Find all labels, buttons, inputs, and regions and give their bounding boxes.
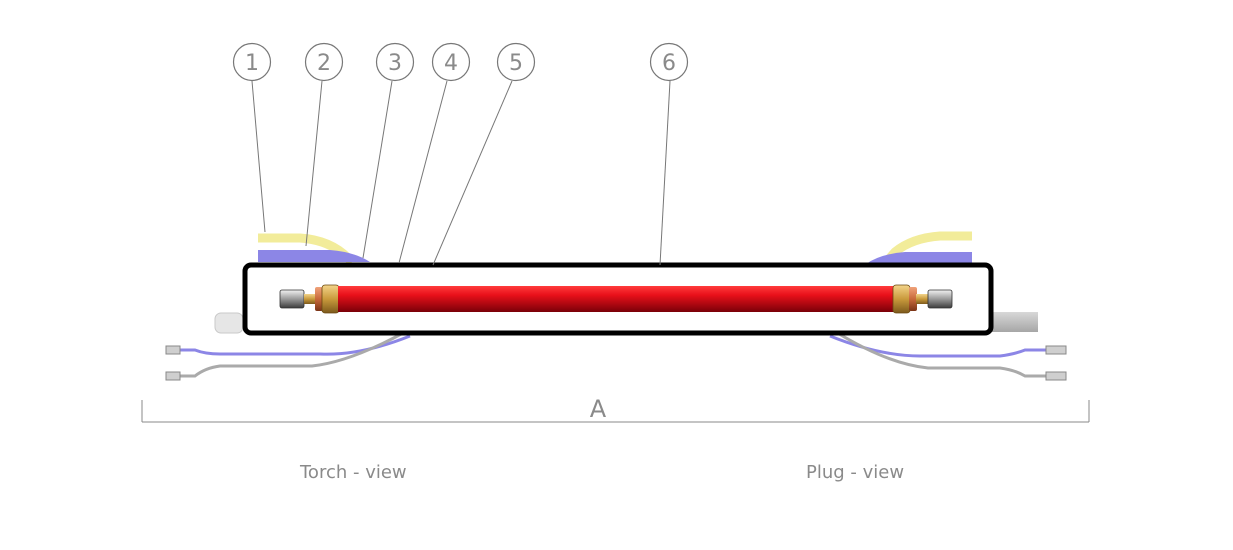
grey-terminal-left xyxy=(165,371,181,381)
blue-cable-left xyxy=(178,334,411,356)
grey-cable-right xyxy=(835,330,1048,378)
blue-hose-left xyxy=(258,250,370,262)
yellow-hose-right xyxy=(884,231,972,263)
leader-4 xyxy=(398,80,448,264)
callout-badges: 1 2 3 4 5 6 xyxy=(232,42,689,82)
callout-5: 5 xyxy=(496,42,536,82)
small-fitting-left xyxy=(304,294,316,304)
torch-side-hoses xyxy=(165,233,411,381)
callout-4: 4 xyxy=(431,42,471,82)
callout-1-number: 1 xyxy=(245,51,259,76)
callout-5-number: 5 xyxy=(509,51,523,76)
leader-2 xyxy=(305,80,323,247)
torch-view-label: Torch - view xyxy=(300,462,407,483)
grey-hose-end-right xyxy=(992,312,1038,332)
callout-2-number: 2 xyxy=(317,51,331,76)
blue-terminal-right xyxy=(1045,345,1067,355)
blue-hose-right xyxy=(866,252,972,264)
blue-terminal-left xyxy=(165,345,181,355)
leader-3 xyxy=(362,80,393,259)
grey-connector-left xyxy=(214,312,244,334)
callout-3: 3 xyxy=(375,42,415,82)
brass-fitting-right xyxy=(892,284,911,314)
leader-1 xyxy=(251,80,266,233)
callout-6: 6 xyxy=(649,42,689,82)
callout-1: 1 xyxy=(232,42,272,82)
plug-view-label: Plug - view xyxy=(806,462,905,483)
leader-6 xyxy=(659,80,671,266)
grey-cable-left xyxy=(178,330,406,378)
callout-3-number: 3 xyxy=(388,51,402,76)
callout-6-number: 6 xyxy=(662,51,676,76)
callout-leaders xyxy=(251,80,671,266)
dimension-a xyxy=(141,400,1090,423)
callout-4-number: 4 xyxy=(444,51,458,76)
steel-nut-right xyxy=(927,289,953,309)
dimension-label: A xyxy=(590,395,607,423)
copper-ring-right xyxy=(909,287,917,311)
grey-terminal-right xyxy=(1045,371,1067,381)
plug-side-hoses xyxy=(829,231,1067,381)
copper-ring-left xyxy=(315,287,323,311)
callout-2: 2 xyxy=(304,42,344,82)
red-tube xyxy=(338,286,894,312)
brass-fitting-left xyxy=(321,284,340,314)
steel-nut-left xyxy=(279,289,305,309)
leader-5 xyxy=(432,80,513,266)
red-tube-assembly xyxy=(279,284,953,314)
small-fitting-right xyxy=(916,294,928,304)
